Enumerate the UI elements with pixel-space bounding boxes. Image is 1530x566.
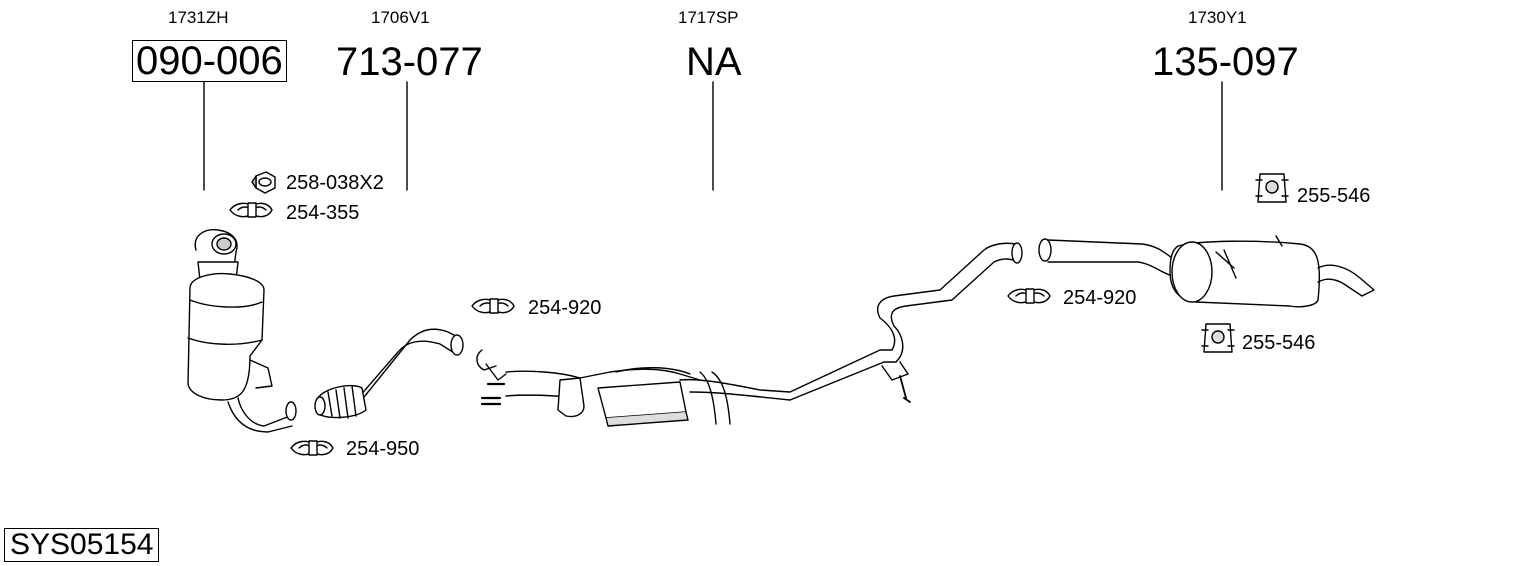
rear-silencer: [1038, 235, 1375, 308]
accessory-label-clamp-1[interactable]: 254-355: [286, 202, 360, 224]
middle-section: [476, 242, 1023, 427]
clamp-icon: [229, 202, 273, 218]
part-number-front-pipe[interactable]: 713-077: [336, 40, 483, 84]
rubber-mount-icon: [1255, 173, 1289, 203]
assembly-ref-1: 1731ZH: [168, 8, 229, 27]
accessory-label-clamp-4[interactable]: 254-920: [1063, 287, 1137, 309]
part-number-middle-section[interactable]: NA: [686, 40, 742, 84]
rubber-mount-icon: [1201, 323, 1235, 353]
accessory-label-clamp-2[interactable]: 254-920: [528, 297, 602, 319]
front-pipe: [314, 328, 464, 419]
clamp-icon: [1007, 288, 1051, 304]
assembly-ref-4: 1730Y1: [1188, 8, 1247, 27]
clamp-icon: [471, 298, 515, 314]
system-code: SYS05154: [4, 528, 160, 562]
assembly-ref-3: 1717SP: [678, 8, 739, 27]
catalytic-converter: [187, 229, 297, 433]
accessory-label-mount-2[interactable]: 255-546: [1242, 332, 1316, 354]
clamp-icon: [290, 440, 334, 456]
nut-icon: [251, 171, 276, 194]
accessory-label-clamp-3[interactable]: 254-950: [346, 438, 420, 460]
part-number-catalyst[interactable]: 090-006: [132, 40, 287, 82]
assembly-ref-2: 1706V1: [371, 8, 430, 27]
part-number-rear-silencer[interactable]: 135-097: [1152, 40, 1299, 84]
accessory-label-mount-1[interactable]: 255-546: [1297, 185, 1371, 207]
accessory-label-nut[interactable]: 258-038X2: [286, 172, 384, 194]
